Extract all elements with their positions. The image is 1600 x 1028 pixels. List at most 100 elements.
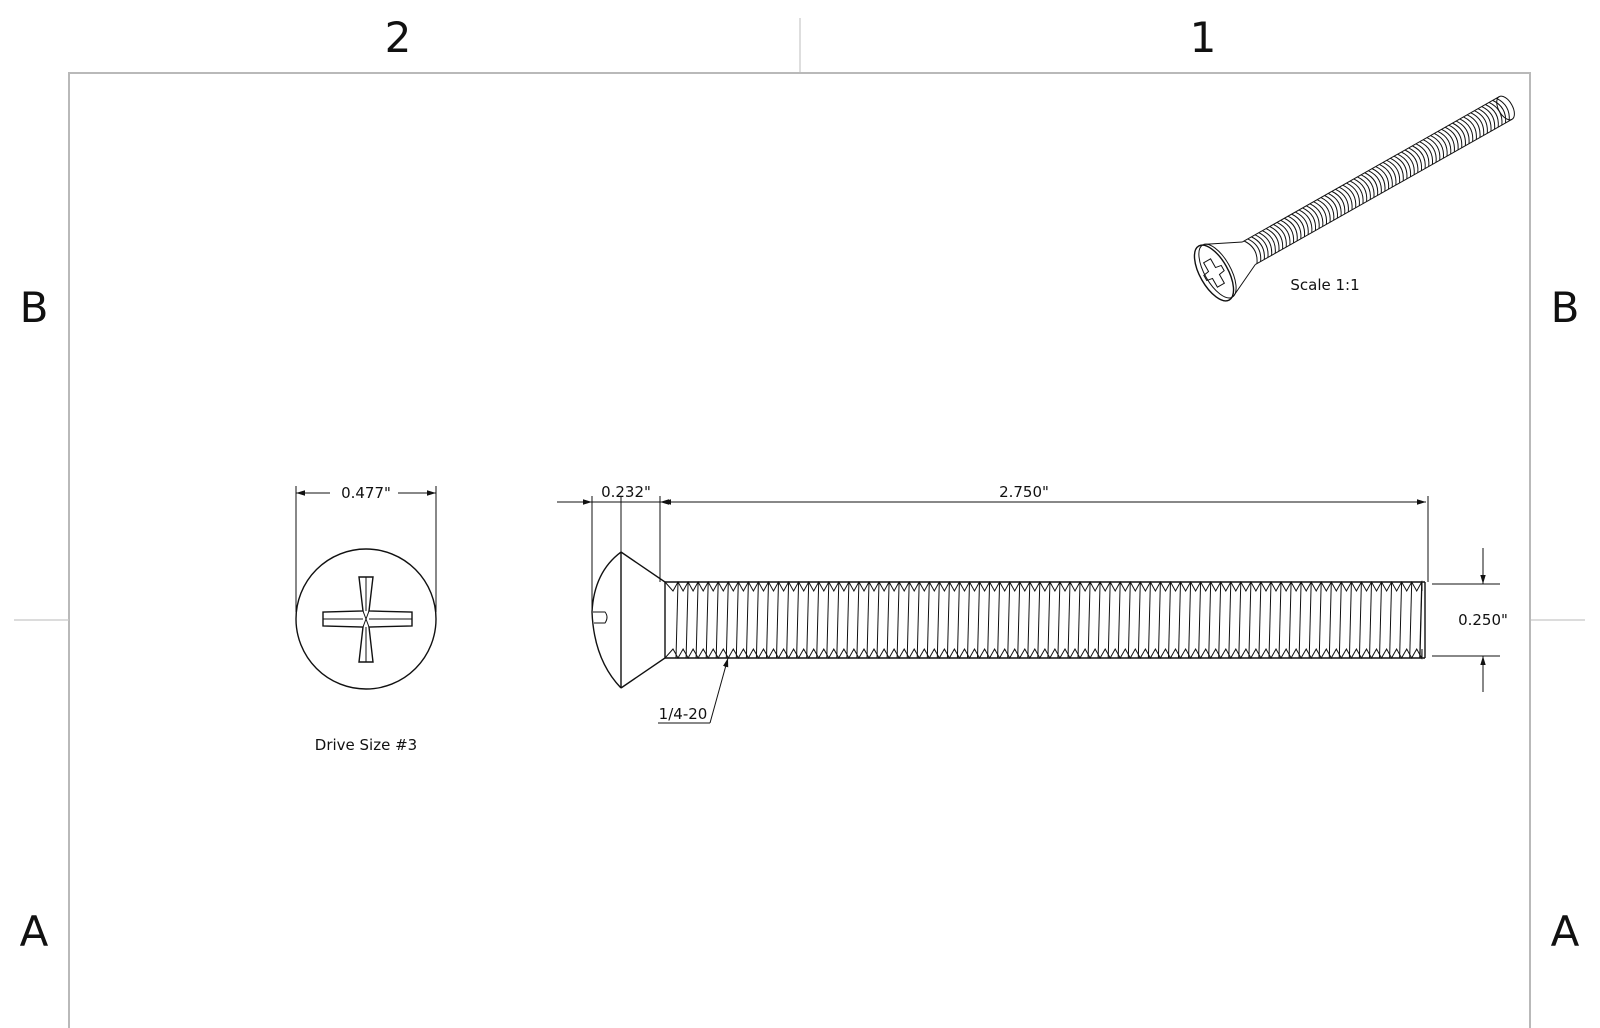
thread-crest-line	[1379, 581, 1382, 659]
thread-callout-leader	[709, 657, 729, 724]
thread-callout-label: 1/4-20	[659, 705, 708, 723]
thread-crest-line	[695, 581, 699, 659]
isometric-view: Scale 1:1	[1193, 95, 1515, 302]
iso-thread-arc	[1415, 143, 1430, 167]
iso-thread-arc	[1276, 221, 1291, 246]
head-countersink	[620, 551, 666, 689]
iso-thread-arc	[1291, 213, 1306, 237]
thread-crest-line	[675, 581, 679, 659]
thread-crest-line	[1358, 581, 1362, 659]
thread-crest-line	[1338, 581, 1342, 659]
thread-crest-line	[1077, 581, 1081, 659]
thread-crest-line	[806, 581, 810, 659]
zone-label-left-b: B	[20, 283, 49, 332]
iso-thread-arc	[1441, 128, 1455, 152]
thread-crest-line	[705, 581, 709, 659]
thread-crest-line	[1208, 581, 1212, 659]
zone-label-top-1: 1	[1190, 13, 1217, 62]
thread-crest-line	[946, 581, 950, 659]
iso-thread-arc	[1423, 139, 1437, 163]
thread-crest-line	[776, 581, 779, 659]
thread-crest-line	[987, 581, 991, 659]
iso-thread-arc	[1342, 184, 1357, 208]
iso-thread-arc	[1360, 174, 1375, 198]
zone-label-left-a: A	[20, 907, 49, 956]
iso-thread-arc	[1466, 114, 1481, 138]
thread-crest-line	[1147, 581, 1151, 659]
iso-thread-arc	[1262, 230, 1276, 254]
thread-crest-line	[926, 581, 930, 659]
iso-shank-top	[1242, 96, 1500, 243]
thread-crest-line	[1157, 581, 1161, 659]
iso-shank-end	[1496, 95, 1515, 121]
iso-thread-arc	[1463, 116, 1477, 140]
thread-crest-line	[1328, 581, 1332, 659]
iso-thread-arc	[1313, 201, 1328, 225]
iso-thread-arc	[1273, 224, 1287, 248]
thread-crest-line	[1037, 581, 1041, 659]
thread-crest-line	[755, 581, 759, 659]
iso-thread-arc	[1390, 157, 1404, 181]
thread-crest-line	[1097, 581, 1101, 659]
zone-label-right-a: A	[1551, 907, 1580, 956]
thread-profile-bottom	[664, 647, 1423, 660]
iso-thread-arc	[1419, 141, 1434, 165]
thread-crest-line	[1007, 581, 1011, 659]
iso-thread-arc	[1349, 180, 1364, 204]
iso-thread-lines	[1243, 97, 1510, 264]
thread-crest-line	[685, 581, 689, 659]
iso-thread-arc	[1496, 97, 1510, 121]
iso-thread-arc	[1328, 192, 1342, 217]
zone-label-top-2: 2	[385, 13, 412, 62]
iso-thread-arc	[1254, 234, 1269, 258]
iso-thread-arc	[1408, 147, 1423, 171]
thread-crest-line	[1348, 581, 1352, 659]
iso-thread-arc	[1302, 207, 1317, 231]
thread-crest-line	[866, 581, 870, 659]
iso-head-taper	[1203, 241, 1256, 297]
iso-thread-arc	[1393, 155, 1408, 179]
head-diameter-label: 0.477"	[341, 484, 391, 502]
iso-thread-arc	[1298, 209, 1313, 233]
thread-crest-line	[766, 581, 769, 659]
thread-crest-line	[1218, 581, 1222, 659]
iso-head-rim	[1198, 243, 1237, 299]
iso-thread-arc	[1243, 240, 1258, 264]
thread-lines	[664, 580, 1423, 660]
iso-thread-arc	[1287, 215, 1302, 239]
thread-crest-line	[715, 581, 719, 659]
iso-thread-arc	[1295, 211, 1309, 235]
iso-thread-arc	[1492, 99, 1507, 124]
iso-thread-arc	[1368, 170, 1382, 194]
thread-crest-line	[1399, 581, 1403, 659]
iso-thread-arc	[1426, 137, 1441, 161]
thread-crest-line	[826, 581, 830, 659]
thread-crest-line	[1258, 581, 1262, 659]
iso-thread-arc	[1481, 106, 1496, 130]
iso-thread-arc	[1459, 118, 1474, 142]
iso-thread-arc	[1434, 133, 1448, 157]
thread-crest-line	[1057, 581, 1061, 659]
thread-crest-line	[1248, 581, 1252, 659]
iso-shank-bottom	[1254, 118, 1513, 266]
iso-thread-arc	[1401, 151, 1415, 175]
thread-crest-line	[1017, 581, 1021, 659]
thread-crest-line	[856, 581, 860, 659]
thread-crest-line	[1117, 581, 1121, 659]
iso-thread-arc	[1379, 164, 1393, 188]
iso-thread-arc	[1430, 135, 1444, 159]
iso-thread-arc	[1251, 236, 1265, 260]
thread-crest-line	[725, 581, 729, 659]
thread-crest-line	[1168, 581, 1171, 659]
thread-crest-line	[876, 581, 880, 659]
iso-thread-arc	[1452, 122, 1466, 146]
iso-thread-arc	[1448, 124, 1463, 148]
iso-thread-arc	[1485, 104, 1499, 128]
iso-scale-note: Scale 1:1	[1290, 276, 1359, 294]
iso-thread-arc	[1386, 159, 1401, 184]
thread-crest-line	[1047, 581, 1051, 659]
thread-crest-line	[1389, 581, 1393, 659]
thread-crest-line	[896, 581, 900, 659]
thread-crest-line	[956, 581, 960, 659]
